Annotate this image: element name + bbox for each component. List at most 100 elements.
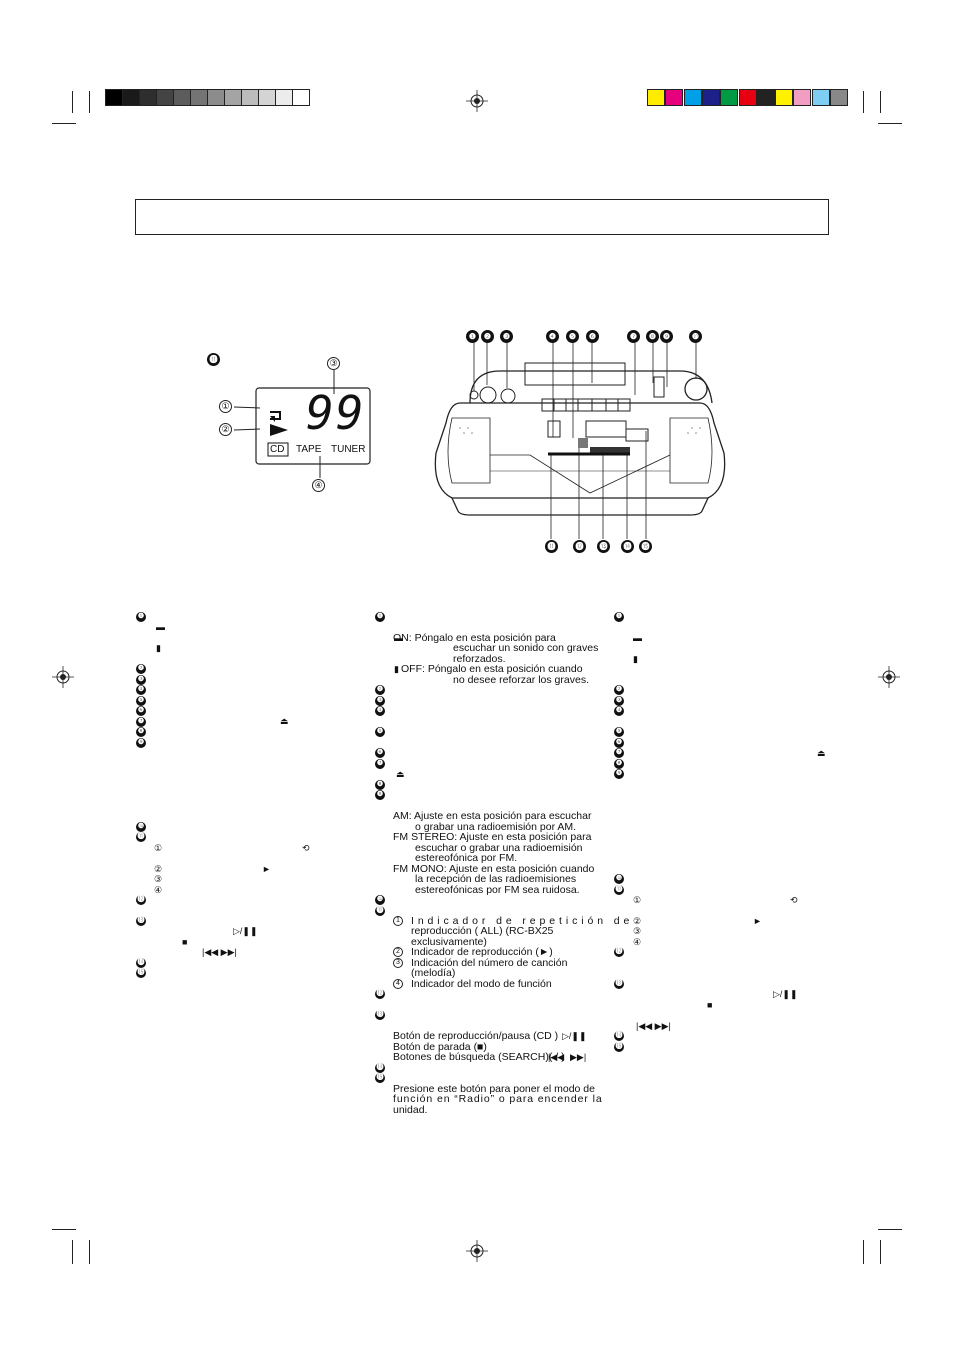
- device-callout-3: ❸: [500, 330, 513, 343]
- lcd-tape-indicator: TAPE: [296, 444, 322, 455]
- stop-text: Botón de parada (■): [393, 1041, 487, 1053]
- crop-mark: [89, 1240, 90, 1264]
- item-marker: ❹: [375, 706, 385, 716]
- color-swatch: [683, 89, 702, 106]
- indicator-4-text: Indicador del modo de función: [411, 978, 552, 990]
- play-pause-text: Botón de reproducción/pausa (CD ): [393, 1030, 559, 1042]
- color-swatch: [775, 89, 794, 106]
- crop-mark: [878, 123, 902, 124]
- item-marker: ❺: [614, 727, 624, 737]
- item-marker: ❶: [614, 612, 624, 622]
- gray-swatch: [122, 89, 140, 106]
- item-marker: ⓫: [375, 906, 385, 916]
- play-icon: ►: [753, 916, 762, 926]
- device-callout-5: ❺: [566, 330, 579, 343]
- lcd-tuner-indicator: TUNER: [331, 444, 366, 455]
- item-marker: ⓫: [136, 832, 146, 842]
- gray-swatch: [275, 89, 293, 106]
- skip-back-icon: |◀◀: [548, 1052, 565, 1062]
- fm-mono-text-3: estereofónicas por FM sea ruidosa.: [415, 884, 580, 896]
- item-marker: ❿: [614, 874, 624, 884]
- sub-item-marker: ④: [633, 937, 642, 947]
- lcd-panel: [233, 370, 371, 478]
- device-callout-15: ⓯: [639, 540, 652, 553]
- boombox-illustration: [434, 343, 726, 539]
- device-callout-8: ❽: [646, 330, 659, 343]
- item-marker: ❾: [614, 769, 624, 779]
- color-swatch: [756, 89, 775, 106]
- sub-item-marker: ④: [154, 885, 163, 895]
- play-pause-icon: ▷/❚❚: [562, 1031, 587, 1041]
- bass-off-icon: ▮: [633, 654, 638, 664]
- search-icon: |◀◀ ▶▶|: [202, 947, 237, 957]
- indicator-1-marker: 1: [393, 916, 403, 926]
- item-marker: ❹: [614, 706, 624, 716]
- item-marker: ❻: [136, 706, 146, 716]
- gray-swatch: [139, 89, 157, 106]
- gray-swatch: [156, 89, 174, 106]
- item-marker: ⓯: [136, 968, 146, 978]
- item-marker: ❷: [614, 685, 624, 695]
- item-marker: ❷: [375, 685, 385, 695]
- display-callout-4: ④: [312, 479, 325, 492]
- bass-on-text-3: reforzados.: [453, 653, 506, 665]
- item-marker: ⓮: [375, 1063, 385, 1073]
- color-swatch: [793, 89, 812, 106]
- indicator-2-text: Indicador de reproducción (►): [411, 946, 553, 958]
- color-swatch: [647, 89, 665, 106]
- device-callout-9: ❾: [660, 330, 673, 343]
- item-marker: ❻: [614, 738, 624, 748]
- bass-off-text: OFF: Póngalo en esta posición cuando: [401, 663, 583, 675]
- device-callout-7: ❼: [627, 330, 640, 343]
- play-pause-icon: ▷/❚❚: [773, 989, 798, 999]
- lcd-digits: 99: [306, 386, 366, 440]
- play-pause-icon: ▷/❚❚: [233, 926, 258, 936]
- bass-on-text-2: escuchar un sonido con graves: [453, 642, 599, 654]
- registration-target-icon: [466, 1240, 488, 1262]
- device-callout-12: ⓬: [573, 540, 586, 553]
- device-callout-6: ❻: [586, 330, 599, 343]
- item-marker: ❿: [136, 822, 146, 832]
- sub-item-marker: ①: [633, 895, 642, 905]
- item-marker: ⓭: [614, 979, 624, 989]
- stop-icon: ■: [707, 1000, 713, 1010]
- fm-mono-text: FM MONO: Ajuste en esta posición cuando: [393, 863, 595, 875]
- item-marker: ❼: [375, 759, 385, 769]
- item-marker: ❼: [614, 748, 624, 758]
- item-marker: ❶: [136, 612, 146, 622]
- device-callout-11: ⓫: [545, 540, 558, 553]
- crop-mark: [72, 91, 73, 113]
- item-marker: ⓬: [136, 895, 146, 905]
- bass-off-text-2: no desee reforzar los graves.: [453, 674, 589, 686]
- registration-target-icon: [466, 90, 488, 112]
- item-marker: ❸: [375, 696, 385, 706]
- radio-button-text: Presione este botón para poner el modo d…: [393, 1083, 595, 1095]
- sub-item-marker: ②: [154, 864, 163, 874]
- crop-mark: [52, 123, 76, 124]
- color-swatch: [830, 89, 848, 106]
- item-marker: ❺: [136, 696, 146, 706]
- repeat-icon: ⟲: [790, 895, 798, 905]
- item-marker: ⓭: [136, 916, 146, 926]
- play-icon: ►: [262, 864, 271, 874]
- item-marker: ⓯: [614, 1042, 624, 1052]
- color-swatch: [720, 89, 739, 106]
- fm-stereo-text-2: escuchar o grabar una radioemisión: [415, 842, 583, 854]
- bass-on-text: ON: Póngalo en esta posición para: [393, 632, 556, 644]
- radio-button-text-2: función en “Radio” o para encender la: [393, 1093, 603, 1105]
- indicator-2-marker: 2: [393, 947, 403, 957]
- color-swatch: [738, 89, 757, 106]
- item-marker: ❿: [375, 895, 385, 905]
- device-callout-10: ❿: [689, 330, 702, 343]
- crop-mark: [880, 91, 881, 113]
- indicator-3-marker: 3: [393, 958, 403, 968]
- radio-button-text-3: unidad.: [393, 1104, 428, 1116]
- item-marker: ❾: [136, 738, 146, 748]
- color-swatch: [701, 89, 720, 106]
- gray-swatch: [190, 89, 208, 106]
- registration-target-icon: [878, 666, 900, 688]
- item-marker: ⓬: [614, 947, 624, 957]
- display-callout-2: ②: [219, 423, 232, 436]
- bass-off-icon: ▮: [156, 643, 161, 653]
- eject-icon: ⏏: [817, 748, 826, 758]
